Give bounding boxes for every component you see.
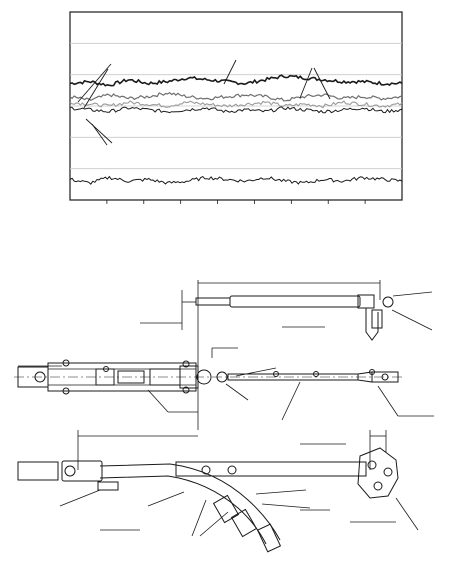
bar-hook (365, 308, 379, 341)
mechanical-drawing (14, 280, 434, 553)
clamp-block (230, 508, 258, 538)
clamp-block (179, 365, 199, 389)
clamp-block (256, 523, 282, 553)
leader-line (377, 385, 399, 417)
end-plate-hole (383, 467, 393, 477)
series-line (69, 91, 403, 102)
leader-line (281, 381, 301, 421)
leader-line (235, 367, 277, 377)
rod (227, 373, 359, 381)
rod-end (371, 371, 399, 383)
chart-grid (70, 42, 402, 170)
rod-end-hole (381, 373, 389, 381)
clevis-end (17, 461, 59, 481)
top-bar-assembly (140, 280, 433, 430)
side-view-assembly (17, 447, 419, 553)
bolt-head (62, 359, 70, 367)
lower-dimensions (77, 430, 387, 470)
side-plate (47, 362, 197, 392)
clamp-block (97, 481, 119, 491)
clevis-pin (34, 371, 46, 383)
joint-pin (216, 371, 228, 383)
series-line (69, 74, 403, 87)
chart-panel (69, 11, 403, 204)
arm-end-plate (357, 447, 399, 499)
leader-line (199, 511, 229, 537)
bolt-head (273, 371, 279, 377)
clevis-pin (64, 465, 76, 477)
leader-line (147, 491, 185, 507)
series-line (69, 106, 403, 114)
chart-ticks (106, 200, 366, 204)
bolt-head (182, 386, 190, 394)
link-block (117, 370, 145, 384)
leader-line (392, 291, 433, 297)
end-plate-hole (367, 460, 377, 470)
bar-body (195, 297, 231, 306)
bolt-head (369, 369, 375, 375)
end-plate-hole (373, 481, 383, 491)
leader-line (85, 118, 113, 144)
leader-line (147, 389, 169, 413)
bar-pivot (382, 296, 394, 308)
leader-line (299, 67, 313, 99)
leader-line (391, 309, 433, 331)
leader-line (191, 499, 207, 537)
joint-pin (196, 369, 212, 385)
leader-line (255, 489, 307, 495)
curved-arm (99, 463, 281, 541)
arm-hole (201, 465, 211, 475)
bolt-head (103, 366, 109, 372)
leader-line (77, 63, 112, 103)
series-line (69, 100, 403, 109)
bolt-head (62, 387, 70, 395)
leader-line (395, 497, 419, 531)
leader-line (313, 67, 331, 100)
link-block (95, 368, 115, 386)
bolt-head (313, 371, 319, 377)
leader-line (261, 503, 311, 509)
arm-hole (227, 465, 237, 475)
leader-line (225, 383, 249, 401)
straight-arm (175, 461, 367, 477)
bar-bracket (371, 309, 383, 329)
bar-body (229, 295, 361, 308)
clamp-block (212, 494, 240, 524)
leader-line (59, 489, 101, 507)
chart-annotation-leaders (77, 59, 331, 146)
leader-line (83, 68, 109, 109)
bolt-head (182, 360, 190, 368)
leader-line (223, 59, 237, 85)
side-plate (61, 460, 103, 482)
plan-view-assembly (14, 347, 434, 421)
series-line (69, 175, 403, 185)
leader-line (91, 123, 108, 146)
chart-series (69, 74, 403, 185)
